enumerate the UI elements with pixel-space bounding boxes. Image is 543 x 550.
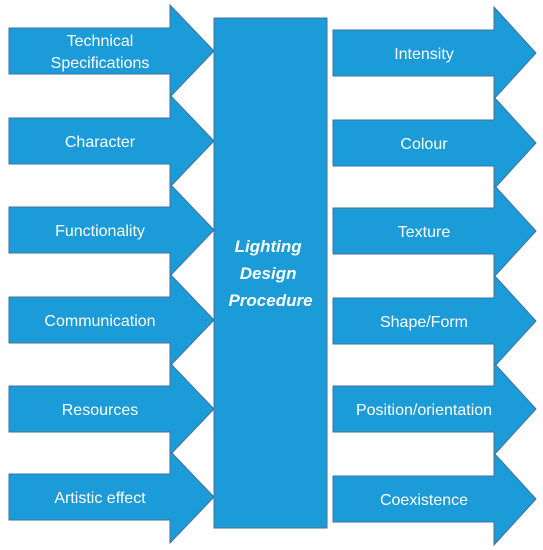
right-arrow-label-line: Position/orientation [356,402,492,419]
left-arrow-label-line: Character [65,134,136,151]
right-arrow-label-line: Colour [400,136,448,153]
left-arrow-label-line: Technical [67,33,134,50]
left-arrow-artistic-effect [8,449,215,545]
center-label-line-3: Procedure [228,291,312,310]
right-arrow-label-colour: Colour [400,136,448,153]
left-arrow-label-line: Resources [62,402,138,419]
right-arrow-shape-form [332,273,537,369]
left-arrow-label-artistic-effect: Artistic effect [54,490,146,507]
left-arrow-technical-specifications [8,3,215,99]
left-arrow-character [8,93,215,189]
center-label-line-2: Design [240,264,297,283]
right-arrow-colour [332,95,537,191]
left-arrow-functionality [8,182,215,278]
right-arrow-label-position-orientation: Position/orientation [356,402,492,419]
center-label: Lighting Design Procedure [228,237,312,310]
right-arrow-texture [332,183,537,279]
right-arrow-label-texture: Texture [398,224,451,241]
left-arrow-label-functionality: Functionality [55,223,145,240]
left-arrow-label-resources: Resources [62,402,138,419]
left-arrow-label-line: Specifications [51,55,150,72]
left-arrow-resources [8,361,215,457]
right-arrow-label-shape-form: Shape/Form [380,314,468,331]
right-arrow-label-intensity: Intensity [394,46,454,63]
right-arrow-label-line: Intensity [394,46,454,63]
right-arrow-position-orientation [332,361,537,457]
lighting-design-procedure-box [213,17,328,529]
right-arrow-label-coexistence: Coexistence [380,492,468,509]
center-block: Lighting Design Procedure [213,17,328,529]
right-arrow-label-line: Shape/Form [380,314,468,331]
left-arrow-communication [8,272,215,368]
left-arrow-label-communication: Communication [44,313,155,330]
right-arrow-label-line: Texture [398,224,451,241]
left-arrow-label-line: Communication [44,313,155,330]
left-arrow-label-character: Character [65,134,136,151]
right-arrow-label-line: Coexistence [380,492,468,509]
center-label-line-1: Lighting [235,237,303,256]
right-arrows: IntensityColourTextureShape/FormPosition… [332,5,537,547]
left-arrow-label-line: Functionality [55,223,145,240]
right-arrow-coexistence [332,451,537,547]
left-arrow-label-line: Artistic effect [54,490,146,507]
right-arrow-intensity [332,5,537,101]
